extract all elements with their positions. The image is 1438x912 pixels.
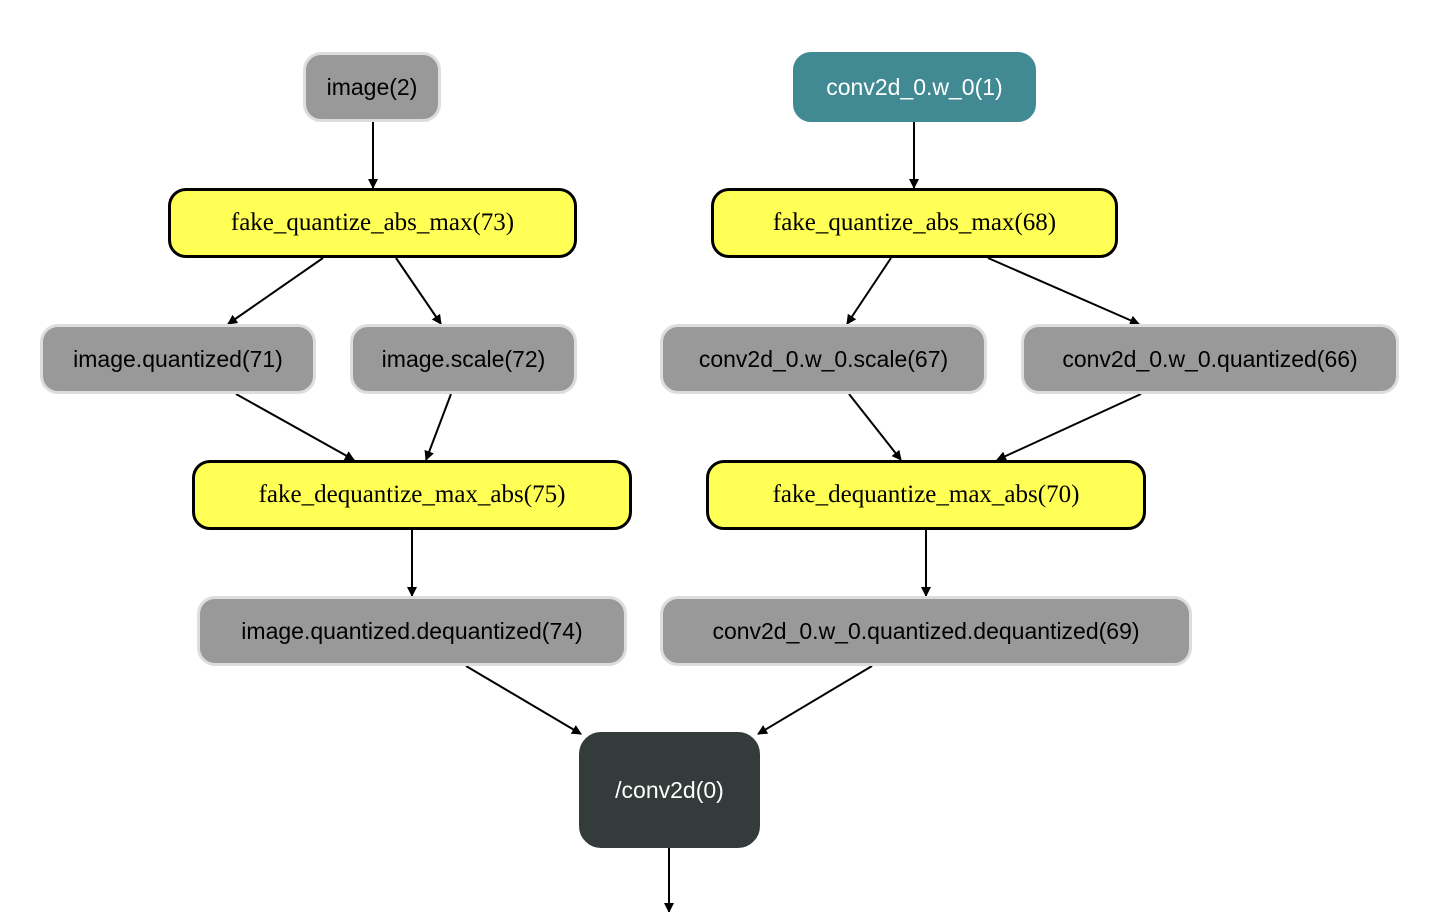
node-image-scale[interactable]: image.scale(72)	[350, 324, 577, 394]
node-image-dequantized[interactable]: image.quantized.dequantized(74)	[197, 596, 627, 666]
edge-img_quantized-to-fdq75	[235, 393, 355, 461]
edge-fq68-to-w_quantized	[987, 257, 1140, 325]
edge-w_quantized-to-fdq70	[996, 393, 1142, 461]
edge-fq73-to-img_quantized	[227, 257, 324, 325]
edge-img_dequant-to-conv2d	[465, 665, 582, 735]
node-weight-dequantized[interactable]: conv2d_0.w_0.quantized.dequantized(69)	[660, 596, 1192, 666]
node-conv2d-weight[interactable]: conv2d_0.w_0(1)	[793, 52, 1036, 122]
edge-w_dequant-to-conv2d	[757, 665, 873, 735]
edge-w_scale-to-fdq70	[848, 393, 902, 461]
node-fake-dequantize-70[interactable]: fake_dequantize_max_abs(70)	[706, 460, 1146, 530]
edge-img_scale-to-fdq75	[424, 393, 452, 461]
edge-fq68-to-w_scale	[846, 257, 892, 325]
node-image-quantized[interactable]: image.quantized(71)	[40, 324, 316, 394]
node-fake-quantize-73[interactable]: fake_quantize_abs_max(73)	[168, 188, 577, 258]
edge-fq73-to-img_scale	[395, 257, 442, 325]
node-conv2d[interactable]: /conv2d(0)	[579, 732, 760, 848]
node-fake-dequantize-75[interactable]: fake_dequantize_max_abs(75)	[192, 460, 632, 530]
node-fake-quantize-68[interactable]: fake_quantize_abs_max(68)	[711, 188, 1118, 258]
node-weight-quantized[interactable]: conv2d_0.w_0.quantized(66)	[1021, 324, 1399, 394]
node-weight-scale[interactable]: conv2d_0.w_0.scale(67)	[660, 324, 987, 394]
node-image[interactable]: image(2)	[303, 52, 441, 122]
